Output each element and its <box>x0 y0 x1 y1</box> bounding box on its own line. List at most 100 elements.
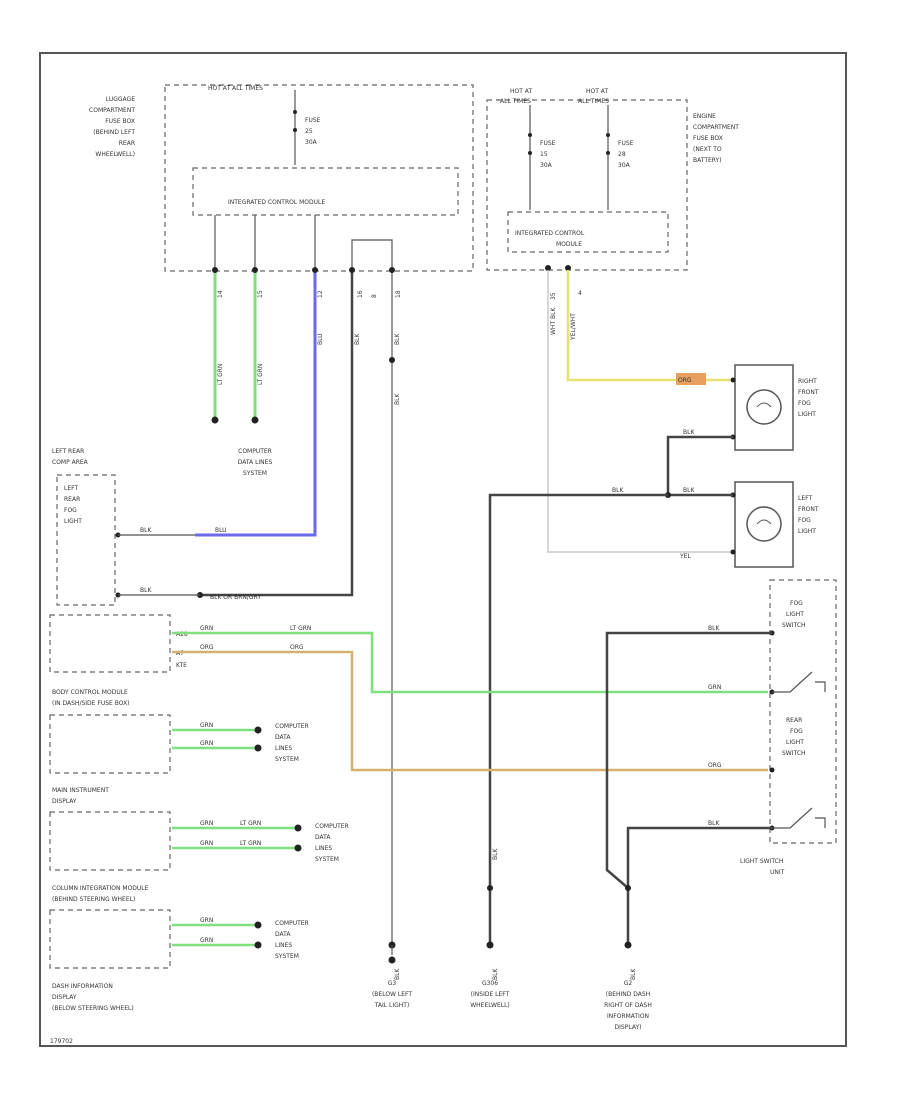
wire-label-lt-grn-1: LT GRN <box>217 364 224 385</box>
svg-text:GRN: GRN <box>200 840 213 847</box>
svg-text:(NEXT TO: (NEXT TO <box>693 146 722 153</box>
svg-text:LIGHT: LIGHT <box>786 611 804 618</box>
svg-text:LIGHT SWITCH: LIGHT SWITCH <box>740 858 783 865</box>
computer-data-lines-label-2: COMPUTER DATA LINES SYSTEM <box>275 723 309 763</box>
wire-blu <box>195 270 317 537</box>
svg-text:8: 8 <box>371 294 378 298</box>
integrated-control-module-label: INTEGRATED CONTROL MODULE <box>228 199 325 206</box>
svg-text:GRN: GRN <box>708 684 721 691</box>
svg-text:(BELOW LEFT: (BELOW LEFT <box>372 991 412 998</box>
wire-yel-wht <box>566 270 730 382</box>
wire-wht-blk <box>547 270 735 553</box>
svg-text:BLK: BLK <box>492 968 499 980</box>
svg-text:(BEHIND STEERING WHEEL): (BEHIND STEERING WHEEL) <box>52 896 135 903</box>
svg-text:15: 15 <box>257 290 264 298</box>
svg-text:G3: G3 <box>388 980 397 987</box>
svg-text:COMPUTER: COMPUTER <box>275 920 309 927</box>
svg-text:35: 35 <box>550 292 557 300</box>
svg-text:LIGHT: LIGHT <box>798 411 816 418</box>
hot-at-all-times-left: HOT AT ALL TIMES <box>500 88 532 105</box>
svg-text:INTEGRATED CONTROL: INTEGRATED CONTROL <box>515 230 585 237</box>
svg-text:FOG: FOG <box>798 517 811 524</box>
svg-text:FUSE BOX: FUSE BOX <box>105 118 135 125</box>
svg-text:FOG: FOG <box>790 600 803 607</box>
svg-text:LINES: LINES <box>275 942 292 949</box>
svg-text:ORG: ORG <box>290 644 304 651</box>
svg-text:FOG: FOG <box>64 507 77 514</box>
svg-text:(BEHIND LEFT: (BEHIND LEFT <box>93 129 135 136</box>
fuse-25-label: FUSE 25 30A <box>305 117 321 146</box>
svg-text:DATA: DATA <box>275 734 291 741</box>
svg-text:25: 25 <box>305 128 313 135</box>
right-front-fog-light-label: RIGHT FRONT FOG LIGHT <box>798 378 819 418</box>
bcm-data-box <box>49 714 171 774</box>
dash-info-display-label: DASH INFORMATION DISPLAY (BELOW STEERING… <box>52 983 134 1012</box>
svg-text:YEL: YEL <box>679 553 691 560</box>
svg-text:INFORMATION: INFORMATION <box>607 1013 649 1020</box>
svg-text:18: 18 <box>395 290 402 298</box>
svg-text:16: 16 <box>357 290 364 298</box>
left-front-fog-light-label: LEFT FRONT FOG LIGHT <box>798 495 819 535</box>
svg-text:ORG: ORG <box>708 762 722 769</box>
svg-text:ORG: ORG <box>678 377 692 384</box>
computer-data-lines-label-1: COMPUTER DATA LINES SYSTEM <box>238 448 273 477</box>
svg-text:LEFT: LEFT <box>798 495 812 502</box>
svg-text:LEFT: LEFT <box>64 485 78 492</box>
body-control-module <box>49 614 171 673</box>
svg-text:GRN: GRN <box>200 625 213 632</box>
svg-text:4: 4 <box>578 290 582 297</box>
svg-text:MAIN INSTRUMENT: MAIN INSTRUMENT <box>52 787 109 794</box>
svg-text:LIGHT: LIGHT <box>786 739 804 746</box>
svg-text:(INSIDE LEFT: (INSIDE LEFT <box>471 991 510 998</box>
svg-text:COMPUTER: COMPUTER <box>315 823 349 830</box>
svg-text:LINES: LINES <box>275 745 292 752</box>
svg-text:TAIL LIGHT): TAIL LIGHT) <box>374 1002 410 1009</box>
svg-text:WHEELWELL): WHEELWELL) <box>470 1002 510 1009</box>
icm-engine-label: INTEGRATED CONTROL MODULE <box>515 230 585 248</box>
svg-text:(IN DASH/SIDE FUSE BOX): (IN DASH/SIDE FUSE BOX) <box>52 700 130 707</box>
svg-text:GRN: GRN <box>200 917 213 924</box>
ground-g306-label: G306 (INSIDE LEFT WHEELWELL) <box>470 980 510 1009</box>
svg-text:BLK: BLK <box>394 393 401 405</box>
svg-text:BLK: BLK <box>612 487 624 494</box>
svg-text:FUSE: FUSE <box>540 140 556 147</box>
svg-text:HOT AT: HOT AT <box>510 88 532 95</box>
left-rear-fog-light-label: LEFT REAR FOG LIGHT <box>64 485 82 525</box>
right-front-fog-light <box>734 364 794 451</box>
svg-text:COMPUTER: COMPUTER <box>238 448 272 455</box>
wire-label-blk-or-brn: BLK OR BRN/GRY <box>210 594 261 601</box>
wire-label-lt-grn-2: LT GRN <box>257 364 264 385</box>
svg-text:FUSE BOX: FUSE BOX <box>693 135 723 142</box>
svg-text:DATA LINES: DATA LINES <box>238 459 273 466</box>
svg-text:A28: A28 <box>176 631 188 638</box>
svg-text:DATA: DATA <box>315 834 331 841</box>
main-instrument-box <box>49 811 171 871</box>
fuse-15-label: FUSE 15 30A <box>540 140 556 169</box>
svg-text:SYSTEM: SYSTEM <box>275 953 299 960</box>
svg-text:BLK: BLK <box>708 820 720 827</box>
svg-text:G2: G2 <box>624 980 633 987</box>
svg-text:KTE: KTE <box>176 662 187 669</box>
svg-text:UNIT: UNIT <box>770 869 785 876</box>
svg-text:LIGHT: LIGHT <box>798 528 816 535</box>
svg-text:DATA: DATA <box>275 931 291 938</box>
svg-text:FUSE: FUSE <box>305 117 321 124</box>
icm-engine-box <box>507 211 669 253</box>
light-switch-unit-label: LIGHT SWITCH UNIT <box>740 858 785 876</box>
svg-text:ALL TIMES: ALL TIMES <box>500 98 531 105</box>
rear-fog-light-switch-label: REAR FOG LIGHT SWITCH <box>782 717 806 757</box>
svg-text:GRN: GRN <box>200 740 213 747</box>
svg-text:DISPLAY): DISPLAY) <box>615 1024 642 1031</box>
svg-text:BLK: BLK <box>683 429 695 436</box>
svg-text:RIGHT OF DASH: RIGHT OF DASH <box>604 1002 652 1009</box>
luggage-fuse-box-label: LUGGAGE COMPARTMENT FUSE BOX (BEHIND LEF… <box>89 96 135 158</box>
svg-text:HOT AT: HOT AT <box>586 88 608 95</box>
svg-text:14: 14 <box>217 290 224 298</box>
svg-text:MODULE: MODULE <box>556 241 582 248</box>
svg-text:12: 12 <box>317 290 324 298</box>
svg-text:BLK: BLK <box>630 968 637 980</box>
svg-text:BODY CONTROL MODULE: BODY CONTROL MODULE <box>52 689 128 696</box>
svg-text:BLK: BLK <box>354 333 361 345</box>
icm-pin-labels: 14 15 12 16 8 18 <box>217 290 402 298</box>
